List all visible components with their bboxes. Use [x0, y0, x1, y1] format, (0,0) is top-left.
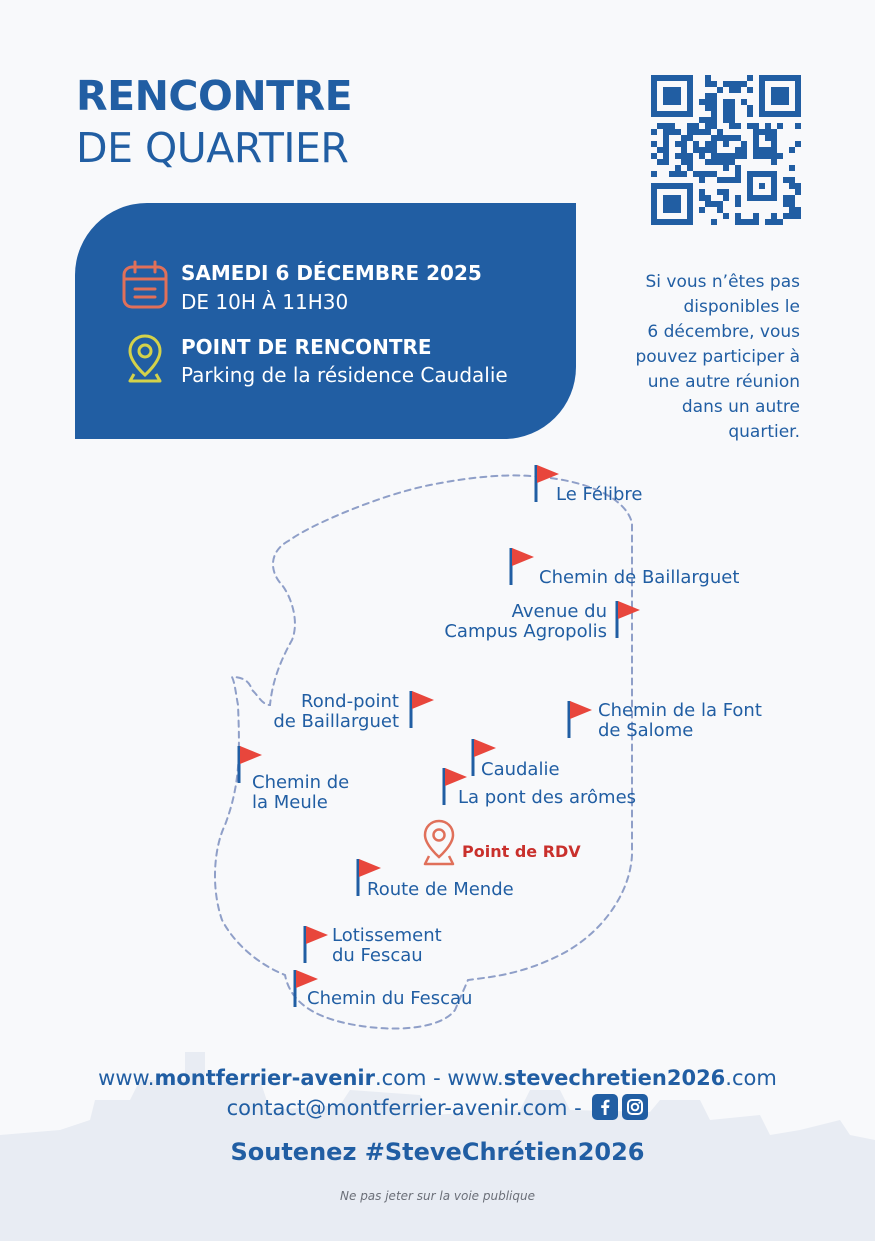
flag-icon: [303, 926, 328, 963]
facebook-icon[interactable]: [592, 1094, 619, 1120]
event-date: SAMEDI 6 DÉCEMBRE 2025: [181, 261, 482, 285]
page-title: RENCONTRE: [76, 72, 353, 120]
location-label: Chemin de Baillarguet: [539, 567, 740, 588]
flag-icon: [534, 465, 559, 502]
location-label: Route de Mende: [367, 879, 514, 900]
flag-icon: [293, 970, 318, 1007]
flag-icon: [471, 739, 496, 776]
note-line: dans un autre: [681, 397, 800, 417]
flag-icon: [237, 746, 262, 783]
availability-note: Si vous n’êtes pas disponibles le 6 déce…: [604, 270, 800, 445]
meeting-place: Parking de la résidence Caudalie: [181, 363, 508, 387]
location-label: Le Félibre: [556, 484, 643, 505]
link-separator: -: [426, 1066, 448, 1090]
neighborhood-map: Le Félibre Chemin de Baillarguet Avenue …: [0, 455, 875, 1045]
location-label: Chemin du Fescau: [307, 988, 473, 1009]
website-link-2[interactable]: www.stevechretien2026.com: [447, 1066, 777, 1090]
qr-code[interactable]: [651, 75, 801, 225]
note-line: une autre réunion: [647, 372, 800, 392]
rdv-label: Point de RDV: [462, 842, 581, 861]
note-line: Si vous n’êtes pas: [645, 272, 800, 292]
website-links: www.montferrier-avenir.com - www.stevech…: [0, 1066, 875, 1090]
flag-icon: [356, 859, 381, 896]
disclaimer: Ne pas jeter sur la voie publique: [340, 1189, 535, 1203]
calendar-icon: [122, 260, 168, 309]
rdv-pin-icon: [423, 819, 455, 866]
route-outline: [213, 474, 633, 1030]
meeting-label: POINT DE RENCONTRE: [181, 335, 432, 359]
location-label: Caudalie: [481, 759, 560, 780]
flag-icon: [509, 548, 534, 585]
event-card: SAMEDI 6 DÉCEMBRE 2025 DE 10H À 11H30 PO…: [75, 203, 576, 439]
village-skyline: [0, 1052, 875, 1241]
contact-separator: -: [567, 1096, 589, 1120]
campaign-slogan: Soutenez #SteveChrétien2026: [230, 1138, 645, 1166]
contact-line: contact@montferrier-avenir.com -: [0, 1094, 875, 1122]
flag-icon: [409, 691, 434, 728]
flag-icon: [567, 701, 592, 738]
event-time: DE 10H À 11H30: [181, 290, 349, 314]
website-link-1[interactable]: www.montferrier-avenir.com: [98, 1066, 427, 1090]
note-line: disponibles le: [683, 297, 800, 317]
location-pin-icon: [128, 334, 162, 383]
note-line: 6 décembre, vous: [647, 322, 800, 342]
note-line: pouvez participer à: [635, 347, 800, 367]
contact-email[interactable]: contact@montferrier-avenir.com: [226, 1096, 568, 1120]
flag-icon: [615, 601, 640, 638]
flag-icon: [442, 768, 467, 805]
instagram-icon[interactable]: [622, 1094, 649, 1120]
note-line: quartier.: [728, 422, 800, 442]
location-label: La pont des arômes: [458, 787, 637, 808]
page-subtitle: DE QUARTIER: [76, 124, 349, 172]
